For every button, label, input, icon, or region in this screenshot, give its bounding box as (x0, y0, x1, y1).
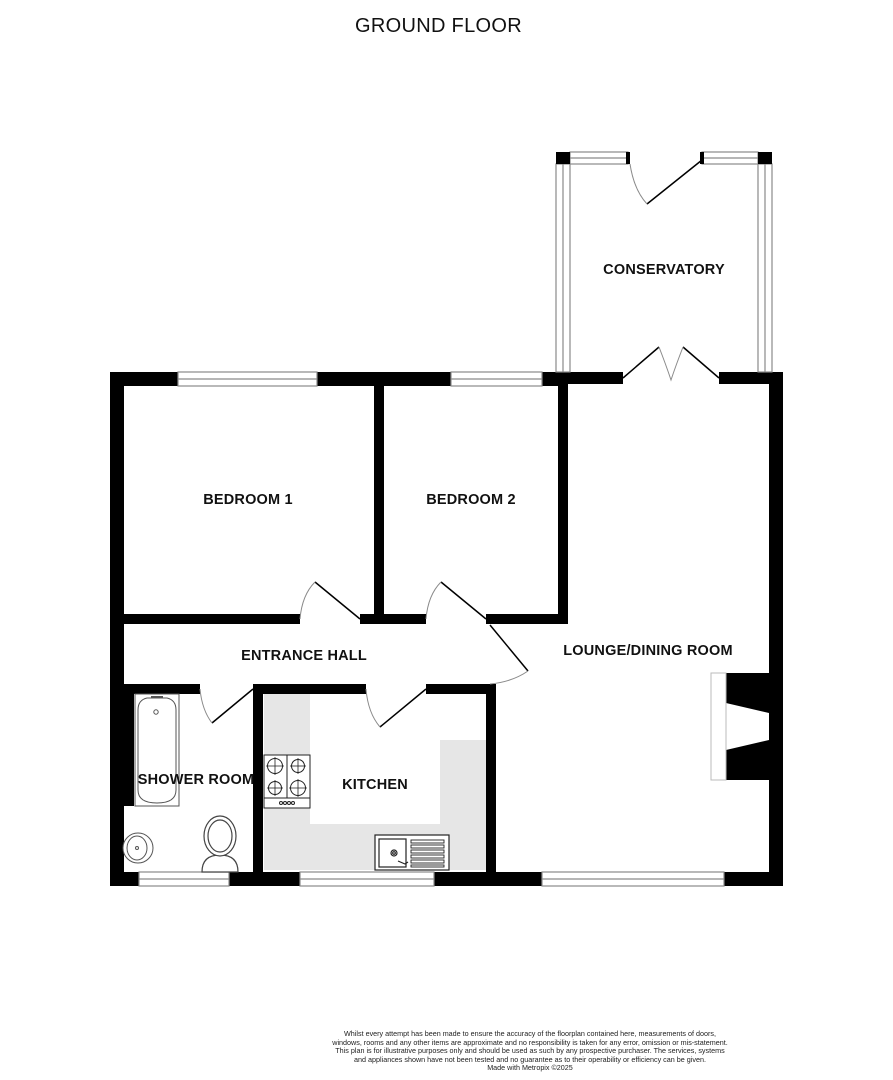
room-label-bedroom-2: BEDROOM 2 (426, 492, 516, 508)
room-label-shower-room: SHOWER ROOM (137, 772, 255, 788)
disclaimer: Whilst every attempt has been made to en… (330, 1029, 730, 1073)
room-label-bedroom-1: BEDROOM 1 (203, 492, 293, 508)
room-label-kitchen: KITCHEN (342, 777, 408, 793)
sink (374, 834, 450, 871)
walls (110, 372, 783, 886)
metropix-credit: Made with Metropix ©2025 (487, 1063, 573, 1073)
room-label-lounge-dining: LOUNGE/DINING ROOM (563, 643, 733, 659)
conservatory-posts (556, 152, 772, 164)
hob (263, 754, 311, 809)
disclaimer-text: Whilst every attempt has been made to en… (332, 1029, 728, 1064)
fireplace-hearth (710, 672, 727, 781)
doors (199, 159, 720, 728)
room-label-conservatory: CONSERVATORY (603, 262, 725, 278)
windows (138, 151, 773, 887)
toilet (201, 815, 239, 873)
basin (122, 832, 154, 864)
floor-title: GROUND FLOOR (355, 15, 522, 37)
bath (134, 693, 180, 807)
room-label-entrance-hall: ENTRANCE HALL (241, 648, 367, 664)
